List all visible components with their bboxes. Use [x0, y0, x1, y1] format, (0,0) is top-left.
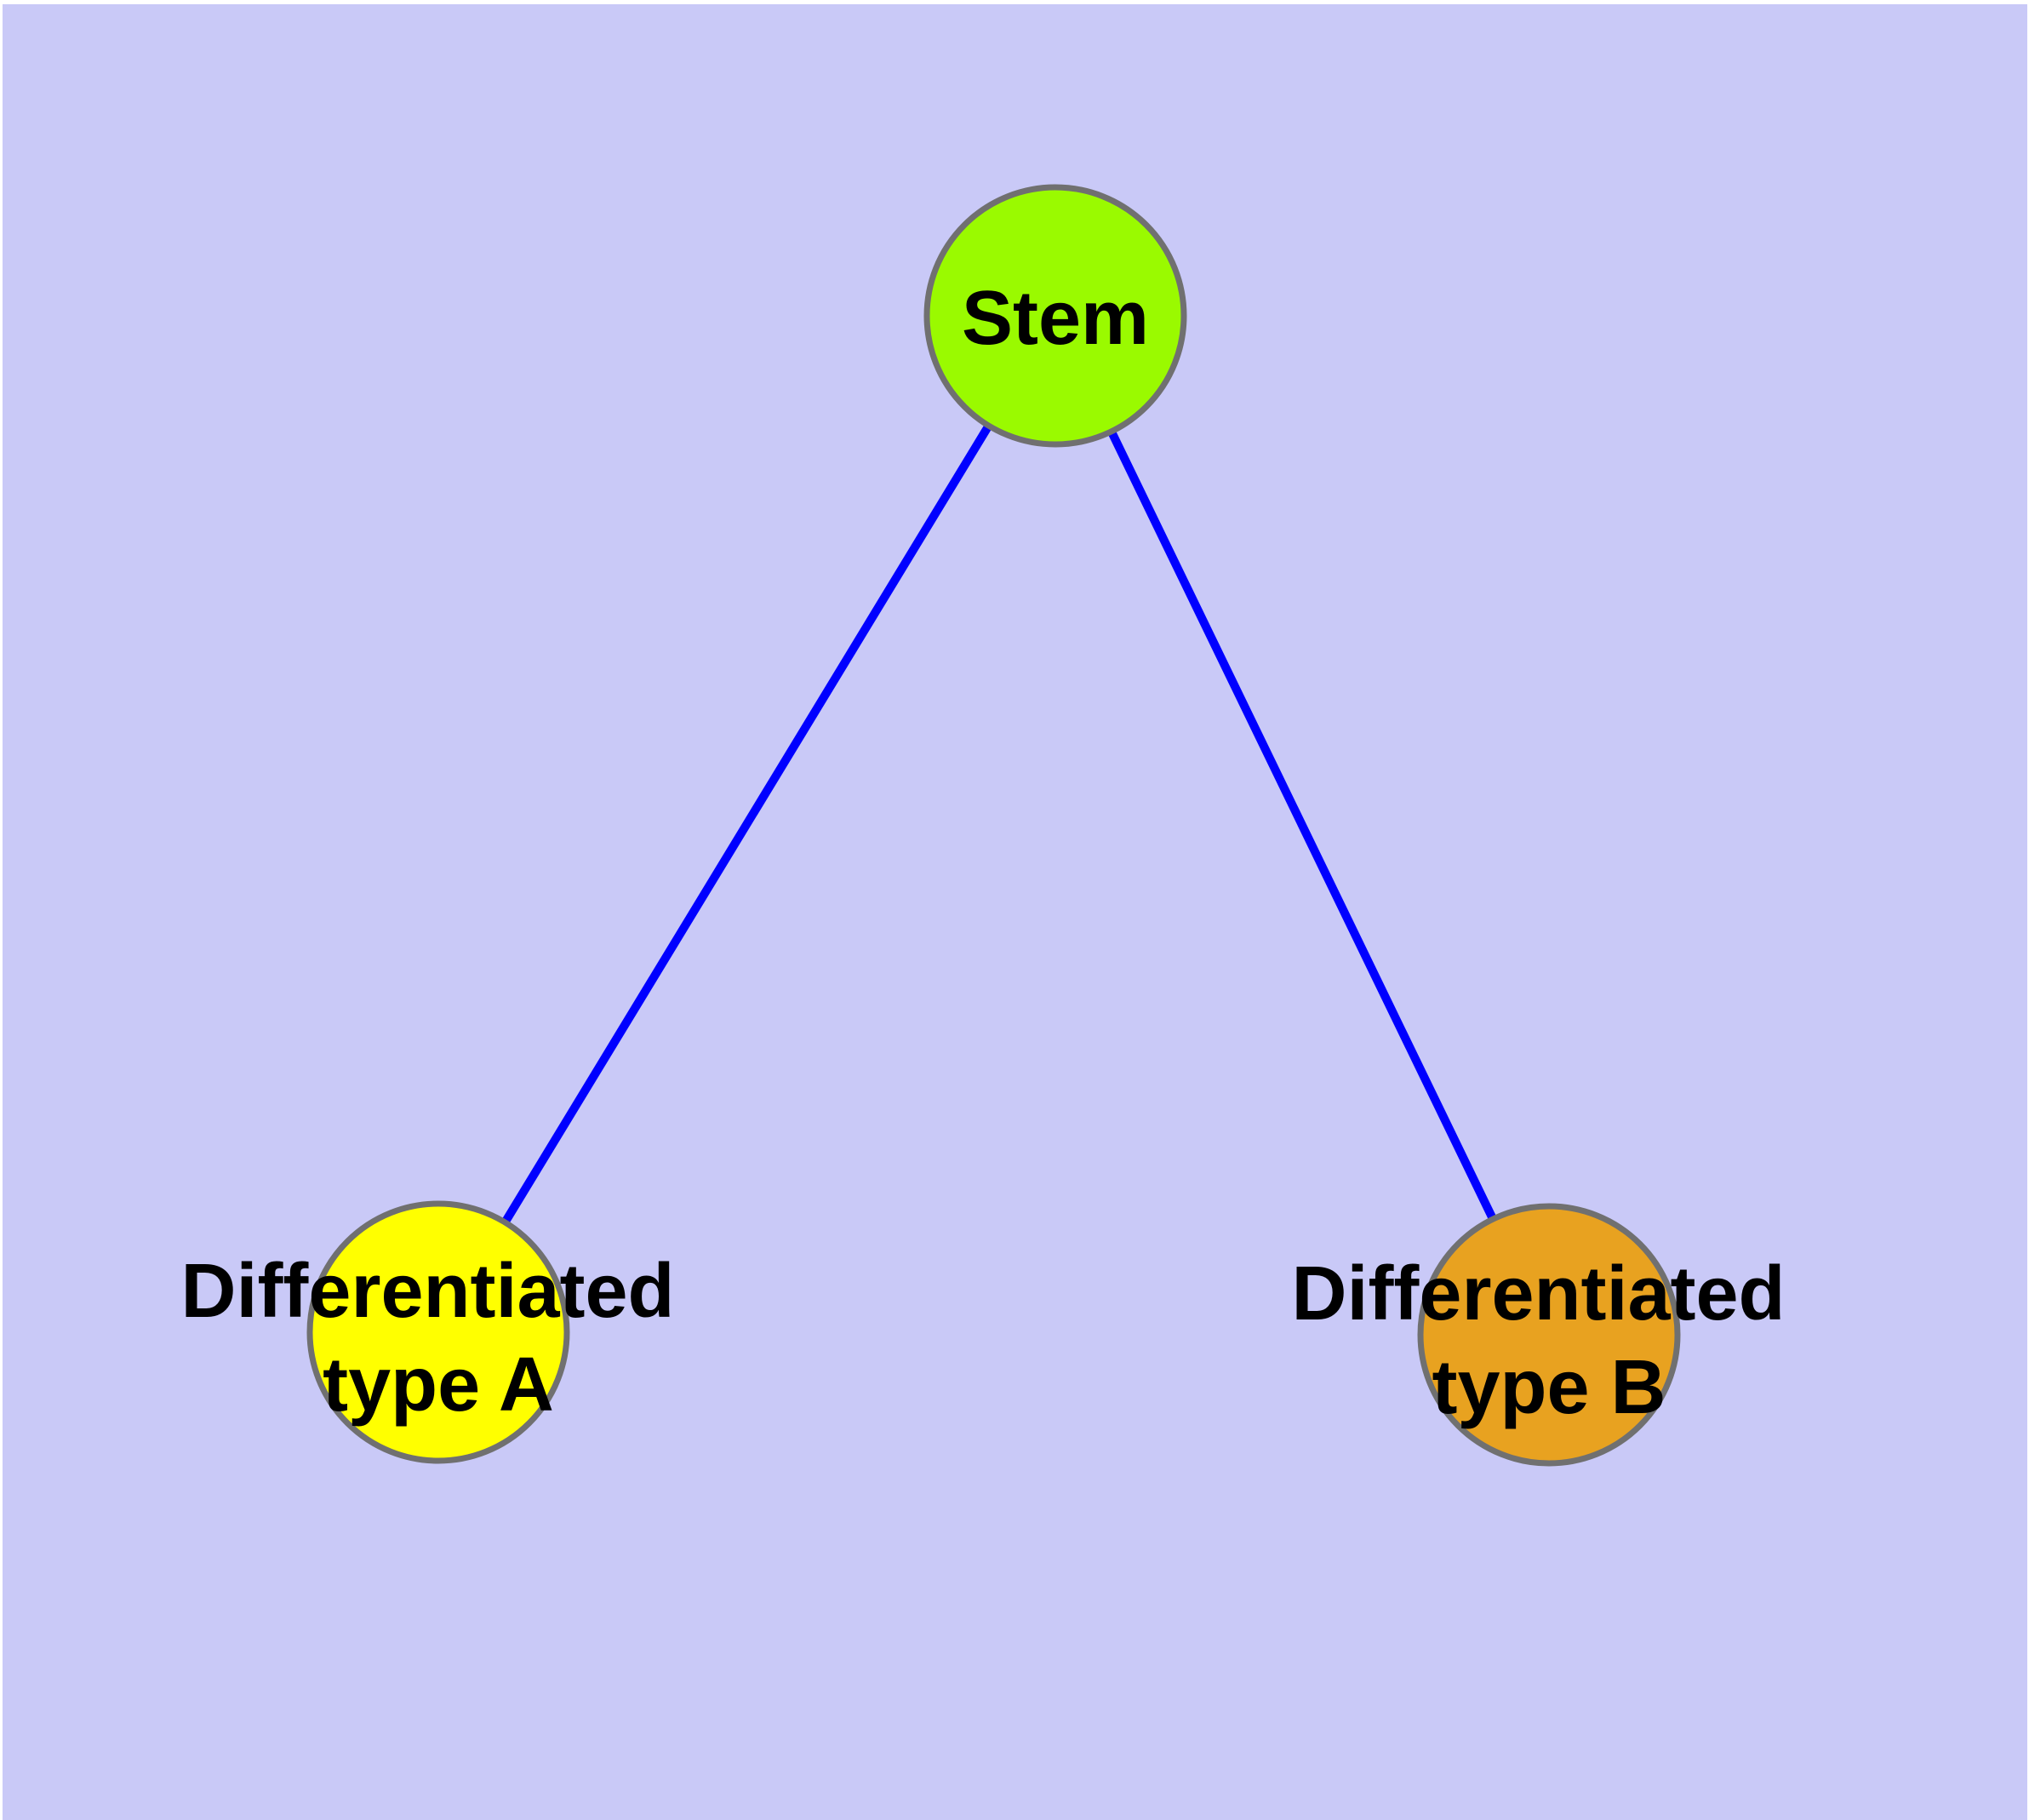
- node-type-b-label: Differentiated type B: [1291, 1251, 1806, 1430]
- node-type-b-label-line-2: type B: [1432, 1345, 1666, 1430]
- edge-stem-to-type-b: [1051, 313, 1553, 1337]
- node-type-a-label-line-1: Differentiated: [180, 1249, 674, 1334]
- node-type-a-label-line-2: type A: [323, 1342, 554, 1428]
- node-type-b-label-line-1: Differentiated: [1291, 1251, 1785, 1336]
- node-stem-label: Stem: [962, 276, 1149, 361]
- node-type-a-label: Differentiated type A: [180, 1249, 695, 1428]
- node-type-b[interactable]: [1417, 1203, 1681, 1467]
- edge-stem-to-type-a: [434, 313, 1060, 1335]
- node-type-a[interactable]: [306, 1200, 570, 1464]
- node-stem-label-line-1: Stem: [962, 276, 1149, 361]
- node-stem[interactable]: [923, 184, 1187, 448]
